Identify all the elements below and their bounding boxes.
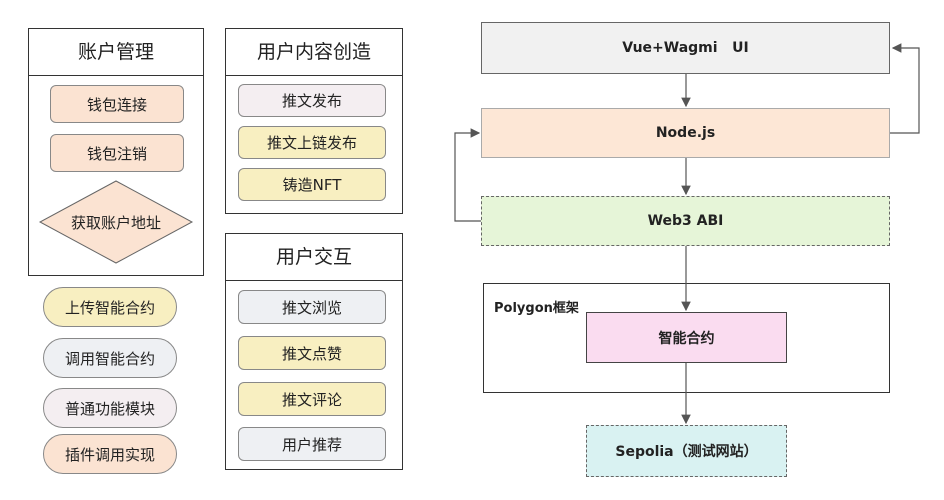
user-recommend-box: 用户推荐 [238, 427, 386, 461]
account-panel-title: 账户管理 [29, 29, 203, 76]
legend-upload-contract: 上传智能合约 [43, 287, 177, 327]
mint-nft-box: 铸造NFT [238, 168, 386, 201]
tweet-publish-box: 推文发布 [238, 84, 386, 117]
content-panel: 用户内容创造 推文发布 推文上链发布 铸造NFT [225, 28, 403, 214]
tweet-browse-box: 推文浏览 [238, 290, 386, 324]
tweet-onchain-publish-box: 推文上链发布 [238, 126, 386, 159]
arrow-node-to-ui-feedback [890, 43, 920, 134]
account-panel: 账户管理 钱包连接 钱包注销 [28, 28, 204, 276]
nodejs-box: Node.js [481, 108, 890, 158]
smart-contract-box: 智能合约 [586, 312, 787, 363]
vue-wagmi-ui-box: Vue+Wagmi UI [481, 22, 890, 74]
tweet-comment-box: 推文评论 [238, 382, 386, 416]
polygon-frame-label: Polygon框架 [494, 301, 579, 316]
sepolia-box: Sepolia（测试网站） [586, 425, 787, 477]
interaction-panel: 用户交互 推文浏览 推文点赞 推文评论 用户推荐 [225, 233, 403, 470]
wallet-logout-box: 钱包注销 [50, 134, 184, 172]
legend-normal-module: 普通功能模块 [43, 388, 177, 428]
get-account-address-diamond: 获取账户地址 [70, 213, 161, 232]
legend-call-contract: 调用智能合约 [43, 338, 177, 378]
wallet-connect-box: 钱包连接 [50, 85, 184, 123]
web3-abi-box: Web3 ABI [481, 196, 890, 246]
tweet-like-box: 推文点赞 [238, 336, 386, 370]
arrow-web3-to-node-feedback [454, 128, 481, 222]
content-panel-title: 用户内容创造 [226, 29, 402, 76]
interaction-panel-title: 用户交互 [226, 234, 402, 281]
legend-plugin-call: 插件调用实现 [43, 434, 177, 474]
